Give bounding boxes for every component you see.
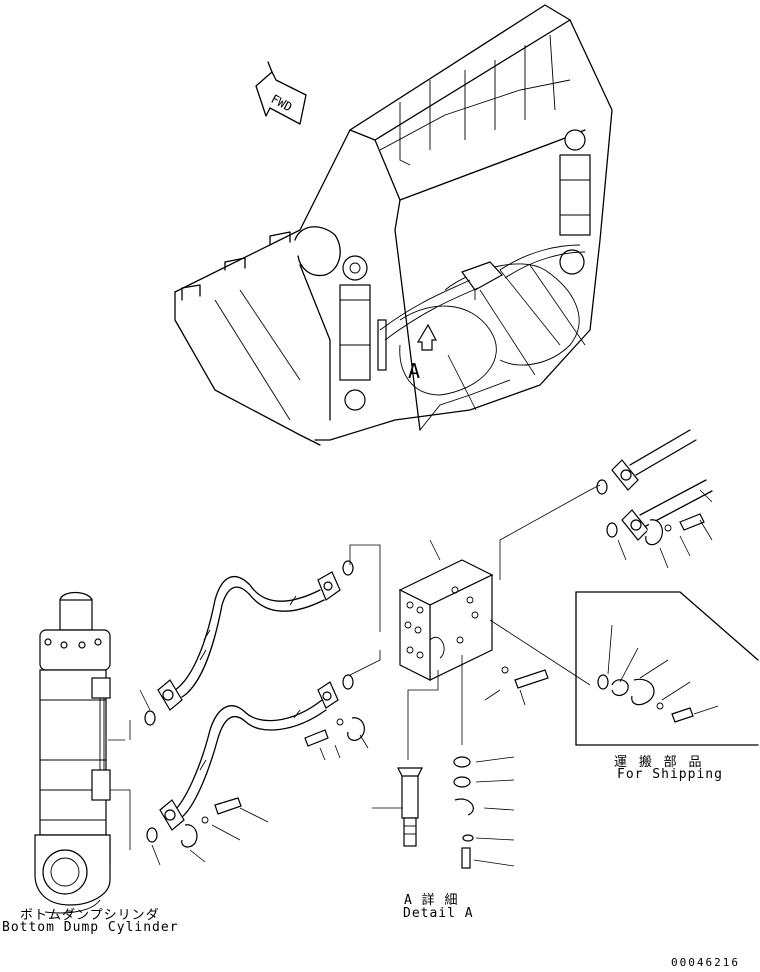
detail-a-en: Detail A	[403, 906, 474, 921]
hose-upper	[157, 571, 341, 711]
for-shipping-en: For Shipping	[617, 767, 723, 782]
hose-lower	[159, 681, 339, 831]
detail-marker: A	[408, 359, 420, 383]
detail-a-jp: A 詳 細	[404, 893, 459, 908]
for-shipping-box	[575, 591, 759, 746]
for-shipping-jp: 運 搬 部 品	[614, 755, 704, 770]
detail-a-parts	[397, 756, 474, 869]
hoses-right	[596, 429, 713, 546]
bucket-assembly	[174, 4, 613, 446]
drawing-number: 00046216	[671, 956, 740, 969]
cylinder-label-jp: ボトムダンプシリンダ	[20, 908, 160, 923]
fwd-label: FWD	[269, 92, 295, 115]
cylinder-label-en: Bottom Dump Cylinder	[2, 920, 179, 935]
small-parts	[144, 560, 549, 848]
valve-block	[398, 559, 494, 681]
bottom-dump-cylinder	[34, 591, 111, 914]
fwd-arrow-icon	[255, 61, 307, 125]
leader-lines	[108, 484, 719, 867]
